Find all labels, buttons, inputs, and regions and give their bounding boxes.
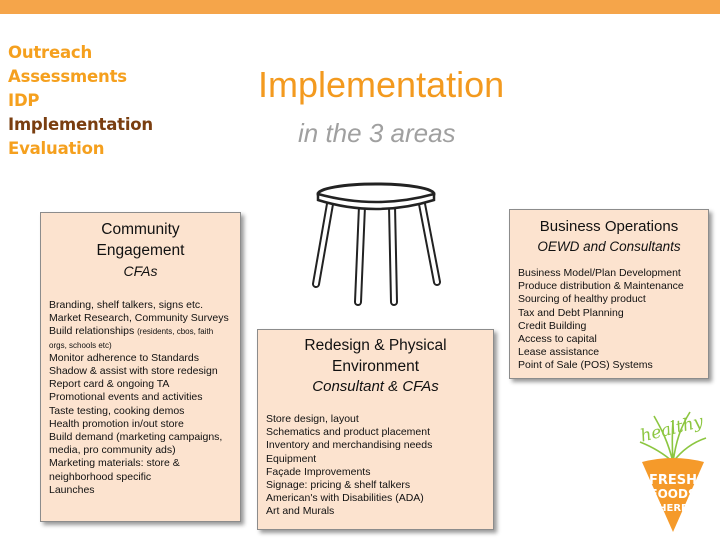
business-operations-card: Business Operations OEWD and Consultants… bbox=[509, 209, 709, 379]
list-item: Lease assistance bbox=[518, 346, 600, 359]
card-list: Business Model/Plan Development Produce … bbox=[518, 267, 700, 373]
list-item: Sourcing of healthy product bbox=[518, 293, 646, 306]
nav-item-implementation: Implementation bbox=[8, 115, 153, 134]
list-item: Access to capital bbox=[518, 333, 597, 346]
list-item: Launches bbox=[49, 483, 95, 496]
list-item-text: Build relationships bbox=[49, 325, 135, 338]
card-title: Redesign & Physical Environment bbox=[304, 337, 447, 375]
list-item-note: (residents, cbos, faith bbox=[137, 327, 214, 337]
list-item: Marketing materials: store & bbox=[49, 457, 180, 470]
list-item: Report card & ongoing TA bbox=[49, 378, 170, 391]
list-item: Inventory and merchandising needs bbox=[266, 439, 433, 452]
list-item: Build relationships (residents, cbos, fa… bbox=[49, 325, 232, 338]
logo-line-foods: FOODS bbox=[649, 487, 696, 501]
list-item: Taste testing, cooking demos bbox=[49, 404, 185, 417]
list-item: Point of Sale (POS) Systems bbox=[518, 359, 653, 372]
progress-nav: Outreach Assessments IDP Implementation … bbox=[8, 41, 153, 161]
nav-item-idp: IDP bbox=[8, 91, 40, 110]
list-item: Tax and Debt Planning bbox=[518, 306, 624, 319]
list-item: Monitor adherence to Standards bbox=[49, 351, 200, 364]
nav-item-evaluation: Evaluation bbox=[8, 139, 105, 158]
card-title: Community Engagement bbox=[96, 221, 185, 259]
list-item: American's with Disabilities (ADA) bbox=[266, 492, 424, 505]
slide-title: Implementation bbox=[258, 64, 505, 105]
list-item: Façade Improvements bbox=[266, 465, 371, 478]
list-item: media, pro community ads) bbox=[49, 444, 176, 457]
list-item: Schematics and product placement bbox=[266, 426, 431, 439]
list-item: neighborhood specific bbox=[49, 470, 152, 483]
fresh-foods-here-logo: healthy FRESH FOODS HERE bbox=[638, 411, 707, 532]
three-legged-stool-icon bbox=[312, 182, 441, 306]
list-item: Shadow & assist with store redesign bbox=[49, 365, 218, 378]
list-item: orgs, schools etc) bbox=[49, 339, 232, 352]
card-subtitle: CFAs bbox=[123, 263, 158, 279]
list-item-note: orgs, schools etc) bbox=[49, 340, 112, 350]
list-item: Art and Murals bbox=[266, 505, 335, 518]
card-title: Business Operations bbox=[539, 218, 679, 235]
list-item: Build demand (marketing campaigns, bbox=[49, 431, 223, 444]
list-item: Store design, layout bbox=[266, 413, 359, 425]
list-item: Health promotion in/out store bbox=[49, 417, 184, 430]
card-subtitle: Consultant & CFAs bbox=[312, 378, 439, 395]
list-item: Produce distribution & Maintenance bbox=[518, 280, 684, 293]
list-item: Promotional events and activities bbox=[49, 391, 203, 404]
logo-line-here: HERE bbox=[658, 503, 688, 514]
nav-item-outreach: Outreach bbox=[8, 43, 93, 62]
top-accent-bar bbox=[0, 0, 720, 14]
card-list: Store design, layout Schematics and prod… bbox=[266, 413, 485, 519]
nav-item-assessments: Assessments bbox=[8, 67, 127, 86]
list-item: Equipment bbox=[266, 452, 317, 465]
card-list: Branding, shelf talkers, signs etc. Mark… bbox=[49, 299, 232, 497]
list-item: Market Research, Community Surveys bbox=[49, 312, 229, 325]
community-engagement-card: Community Engagement CFAs Branding, shel… bbox=[40, 212, 241, 522]
list-item: Branding, shelf talkers, signs etc. bbox=[49, 299, 204, 311]
card-subtitle: OEWD and Consultants bbox=[537, 239, 681, 254]
list-item: Signage: pricing & shelf talkers bbox=[266, 479, 411, 492]
list-item: Credit Building bbox=[518, 319, 587, 332]
logo-line-fresh: FRESH bbox=[649, 473, 697, 488]
redesign-physical-environment-card: Redesign & Physical Environment Consulta… bbox=[257, 329, 494, 530]
slide-subtitle: in the 3 areas bbox=[298, 118, 456, 148]
list-item: Business Model/Plan Development bbox=[518, 267, 681, 279]
